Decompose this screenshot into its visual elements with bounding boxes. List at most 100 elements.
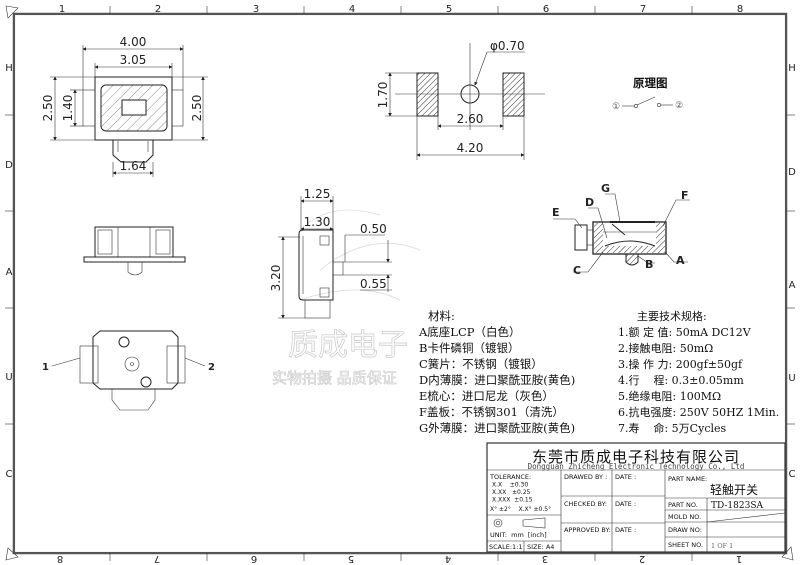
pin-label-2: 2 bbox=[208, 362, 215, 373]
corner-marker-icon bbox=[5, 5, 19, 19]
dimension-height: 3.20 bbox=[269, 265, 283, 292]
mold-no-label: MOLD NO. bbox=[668, 513, 701, 521]
schematic-pin1: ① bbox=[612, 102, 620, 112]
tolerance-label: TOLERANCE: bbox=[489, 473, 531, 481]
column-label: 8 bbox=[737, 4, 743, 15]
section-label-g: G bbox=[601, 182, 610, 195]
title-block: 东莞市质成电子科技有限公司 Dongguan Zhicheng Electron… bbox=[486, 442, 786, 553]
column-label: 8 bbox=[57, 553, 63, 564]
schematic-title: 原理图 bbox=[633, 76, 668, 90]
column-label: 3 bbox=[542, 553, 548, 564]
column-label: 6 bbox=[543, 4, 549, 15]
column-label: 1 bbox=[59, 4, 65, 15]
part-no-value: TD-1823SA bbox=[711, 501, 763, 511]
materials-list: 材料: A底座LCP（白色） B卡件磷铜（镀银） C簧片：不锈钢（镀银） D内薄… bbox=[418, 309, 575, 435]
specs-title: 主要技术规格: bbox=[637, 309, 707, 323]
schematic-pin2: ② bbox=[675, 101, 683, 111]
section-label-c: C bbox=[573, 264, 581, 277]
side-view: 1.25 1.30 3.20 0.50 0.55 bbox=[269, 187, 392, 319]
column-label: 4 bbox=[349, 4, 355, 15]
dimension-width-top: 1.25 bbox=[304, 187, 331, 201]
dimension-width: 4.00 bbox=[120, 35, 147, 49]
approved-by-label: APPROVED BY: bbox=[564, 526, 611, 534]
column-label: 5 bbox=[446, 4, 452, 15]
row-label: H bbox=[788, 63, 796, 74]
dimension-inner-height: 1.40 bbox=[61, 95, 75, 122]
dimension-plunger-a: 0.50 bbox=[360, 222, 387, 236]
column-label: 5 bbox=[348, 553, 354, 564]
section-label-a: A bbox=[676, 254, 685, 267]
row-label: D bbox=[788, 167, 796, 178]
dimension-pad-height: 1.70 bbox=[376, 82, 390, 109]
corner-marker-icon bbox=[5, 547, 19, 561]
spec-item: 3.操 作 力: 200gf±50gf bbox=[618, 357, 743, 371]
spec-item: 5.绝缘电阻: 100MΩ bbox=[618, 389, 721, 403]
spec-item: 2.接触电阻: 50mΩ bbox=[618, 341, 713, 355]
company-name-en: Dongguan Zhicheng Electronic Technology … bbox=[528, 462, 745, 471]
spec-item: 4.行 程: 0.3±0.05mm bbox=[618, 374, 744, 387]
section-label-d: D bbox=[585, 196, 594, 209]
column-label: 7 bbox=[154, 553, 160, 564]
land-pattern-view: φ0.70 1.70 2.60 4.20 bbox=[376, 39, 545, 160]
drawed-by-label: DRAWED BY : bbox=[564, 473, 607, 481]
column-label: 7 bbox=[640, 4, 646, 15]
bottom-view: 1 2 bbox=[42, 330, 215, 411]
checked-by-label: CHECKED BY: bbox=[564, 500, 607, 508]
section-label-e: E bbox=[552, 206, 560, 219]
spec-item: 6.抗电强度: 250V 50HZ 1Min. bbox=[618, 405, 779, 419]
dimension-hole: φ0.70 bbox=[490, 39, 525, 53]
row-label: C bbox=[789, 469, 796, 480]
date-label: DATE : bbox=[615, 500, 636, 508]
column-label: 3 bbox=[253, 4, 259, 15]
material-item: C簧片：不锈钢（镀银） bbox=[419, 357, 543, 371]
material-item: A底座LCP（白色） bbox=[418, 325, 520, 339]
material-item: B卡件磷铜（镀银） bbox=[419, 341, 519, 355]
part-name-label: PART NAME: bbox=[668, 475, 707, 483]
column-label: 2 bbox=[155, 4, 161, 15]
switch-schematic: 原理图 ① ② bbox=[612, 76, 683, 112]
unit-label: UNIT: mm [inch] bbox=[490, 531, 547, 539]
row-label: C bbox=[6, 469, 13, 480]
projection-symbol-icon bbox=[493, 517, 546, 529]
drawing-frame: 1 2 3 4 5 6 7 8 8 7 6 5 4 3 2 1 H D A U … bbox=[5, 4, 796, 564]
part-name-value: 轻触开关 bbox=[710, 483, 758, 497]
row-label: D bbox=[5, 160, 13, 171]
top-view: 4.00 3.05 2.50 1.40 2.50 1.64 bbox=[41, 35, 208, 177]
corner-marker-icon bbox=[781, 546, 794, 561]
sheet-no-value: 1 OF 1 bbox=[711, 542, 733, 550]
date-label: DATE : bbox=[615, 526, 636, 534]
front-view bbox=[83, 226, 186, 276]
row-label: H bbox=[5, 63, 13, 74]
material-item: F盖板：不锈钢301（清洗） bbox=[419, 405, 564, 419]
dimension-stem-width: 1.64 bbox=[120, 159, 147, 173]
size-label: SIZE: A4 bbox=[527, 543, 554, 551]
material-item: D内薄膜：进口聚酰亚胺(黄色) bbox=[419, 373, 575, 387]
materials-title: 材料: bbox=[428, 309, 455, 323]
dimension-height: 2.50 bbox=[41, 95, 55, 122]
watermark-logo-text: 质成电子 bbox=[288, 328, 408, 363]
dimension-plunger-b: 0.55 bbox=[360, 277, 387, 291]
dimension-outer-span: 4.20 bbox=[457, 141, 484, 155]
sheet-no-label: SHEET NO. bbox=[668, 541, 703, 549]
column-label: 1 bbox=[736, 553, 742, 564]
part-no-label: PART NO. bbox=[668, 501, 698, 509]
watermark: 质成电子 实物拍摄 品质保证 bbox=[272, 209, 421, 387]
section-label-b: B bbox=[645, 258, 653, 271]
dimension-width: 1.30 bbox=[304, 215, 331, 229]
column-label: 2 bbox=[639, 553, 645, 564]
material-item: G外薄膜：进口聚酰亚胺(黄色) bbox=[419, 421, 575, 435]
row-label: A bbox=[6, 267, 13, 278]
column-label: 6 bbox=[251, 553, 257, 564]
spec-item: 7.寿 命: 5万Cycles bbox=[618, 421, 727, 435]
row-label: U bbox=[5, 372, 12, 383]
spec-item: 1.额 定 值: 50mA DC12V bbox=[618, 325, 752, 339]
tolerance-value: X.XXX ±0.15 bbox=[492, 497, 533, 504]
column-label: 4 bbox=[445, 553, 451, 564]
cross-section-view: E D G F A B C bbox=[552, 182, 690, 277]
dimension-inner-width: 3.05 bbox=[120, 53, 147, 67]
draw-no-label: DRAW NO: bbox=[668, 526, 702, 534]
date-label: DATE : bbox=[615, 473, 636, 481]
row-label: U bbox=[788, 373, 795, 384]
watermark-slogan: 实物拍摄 品质保证 bbox=[272, 369, 397, 387]
